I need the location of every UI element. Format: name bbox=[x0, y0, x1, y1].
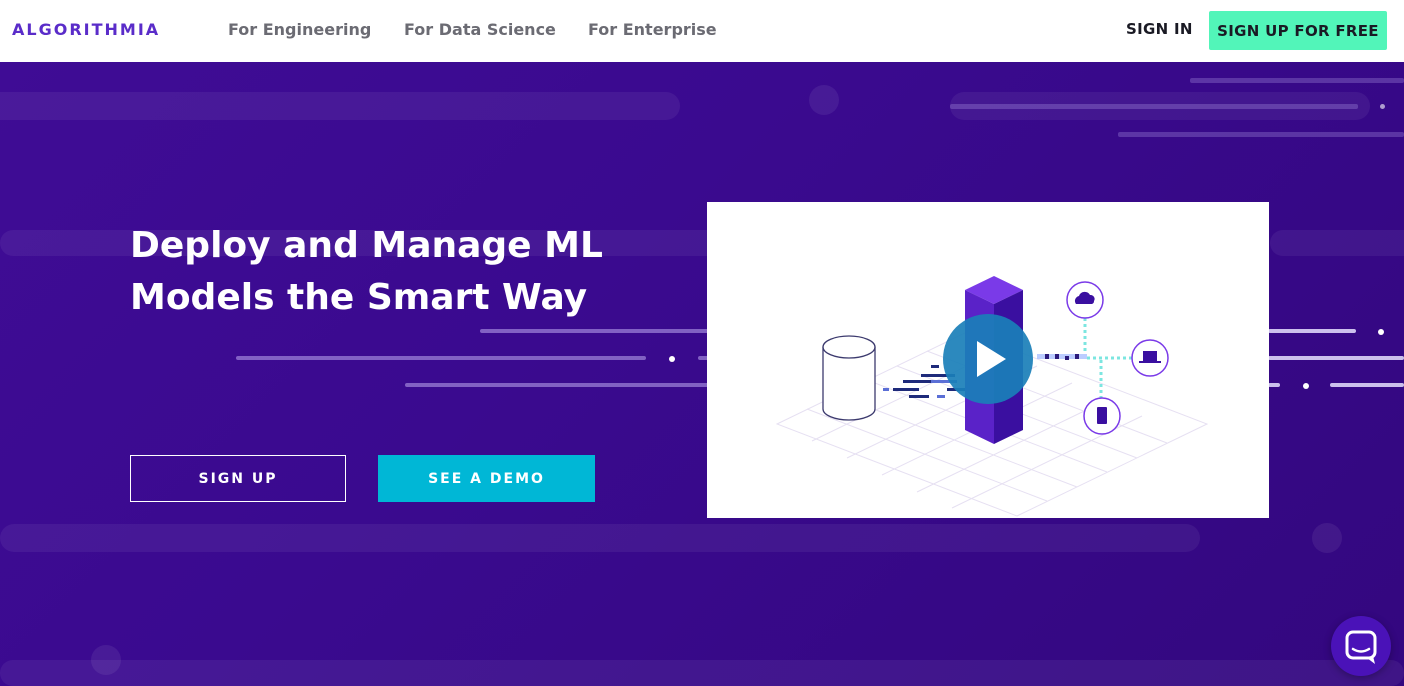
decor-streak bbox=[0, 660, 1404, 686]
algorithmia-logo[interactable]: ALGORITHMIA bbox=[12, 20, 161, 39]
decor-dot bbox=[1378, 329, 1384, 335]
decor-line bbox=[1118, 132, 1404, 137]
decor-line bbox=[1190, 78, 1404, 83]
hero-headline: Deploy and Manage ML Models the Smart Wa… bbox=[130, 220, 650, 324]
decor-line bbox=[950, 104, 1358, 109]
decor-streak bbox=[1270, 230, 1404, 256]
decor-bubble bbox=[91, 645, 121, 675]
decor-streak bbox=[950, 92, 1370, 120]
nav-for-data-science[interactable]: For Data Science bbox=[404, 20, 556, 39]
headline-line-1: Deploy and Manage ML bbox=[130, 225, 603, 266]
decor-streak bbox=[0, 92, 680, 120]
decor-bubble bbox=[809, 85, 839, 115]
video-illustration bbox=[775, 276, 1209, 517]
decor-streak bbox=[0, 524, 1200, 552]
decor-line bbox=[1268, 356, 1404, 360]
decor-line bbox=[1268, 329, 1356, 333]
decor-line bbox=[480, 329, 710, 333]
decor-line bbox=[1330, 383, 1404, 387]
chat-icon bbox=[1345, 630, 1377, 664]
decor-line bbox=[405, 383, 710, 387]
headline-line-2: Models the Smart Way bbox=[130, 277, 588, 318]
data-stream-right bbox=[1037, 318, 1133, 398]
decor-dot bbox=[669, 356, 675, 362]
sign-up-free-button[interactable]: SIGN UP FOR FREE bbox=[1209, 11, 1387, 50]
hero-section: Deploy and Manage ML Models the Smart Wa… bbox=[0, 62, 1404, 686]
database-icon bbox=[822, 335, 876, 421]
nav-for-engineering[interactable]: For Engineering bbox=[228, 20, 372, 39]
decor-line bbox=[698, 356, 710, 360]
play-icon[interactable] bbox=[943, 314, 1033, 404]
laptop-icon bbox=[1131, 339, 1169, 377]
mobile-icon bbox=[1083, 397, 1121, 435]
decor-streak bbox=[0, 230, 720, 256]
site-header: ALGORITHMIA For Engineering For Data Sci… bbox=[0, 0, 1404, 62]
decor-line bbox=[1268, 383, 1280, 387]
decor-dot bbox=[1380, 104, 1385, 109]
decor-line bbox=[236, 356, 646, 360]
decor-dot bbox=[1303, 383, 1309, 389]
nav-for-enterprise[interactable]: For Enterprise bbox=[588, 20, 717, 39]
chat-widget-button[interactable] bbox=[1331, 616, 1391, 676]
decor-bubble bbox=[1312, 523, 1342, 553]
sign-up-button[interactable]: SIGN UP bbox=[130, 455, 346, 502]
sign-in-link[interactable]: SIGN IN bbox=[1126, 20, 1193, 38]
see-a-demo-button[interactable]: SEE A DEMO bbox=[378, 455, 595, 502]
cloud-icon bbox=[1066, 281, 1104, 319]
demo-video-player[interactable] bbox=[707, 202, 1269, 518]
